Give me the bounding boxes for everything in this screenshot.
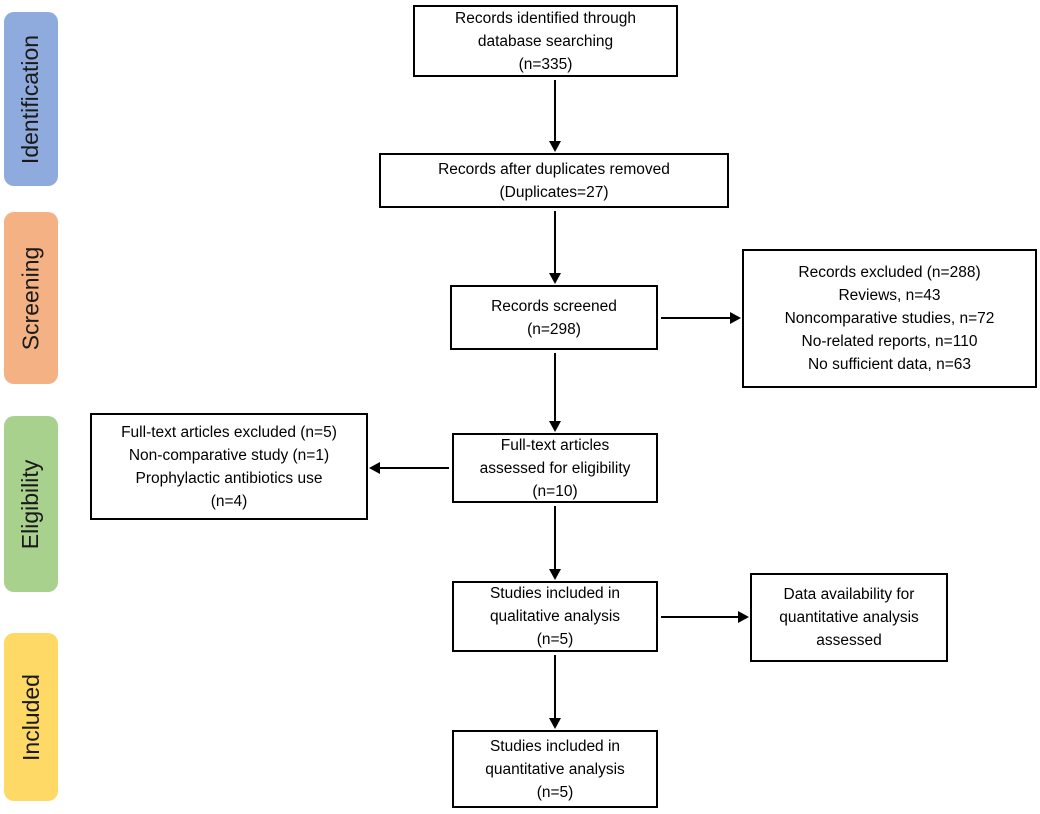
box-quantitative-analysis: Studies included in quantitative analysi… [452,730,658,808]
box-fulltext-excluded: Full-text articles excluded (n=5) Non-co… [90,413,368,520]
stage-label-included-text: Included [17,673,44,761]
box-qualitative-analysis-line: Studies included in [489,585,621,602]
box-records-screened: Records screened (n=298) [450,285,658,350]
box-data-availability-line: quantitative analysis [779,609,919,626]
stage-label-included: Included [4,633,58,801]
box-quantitative-analysis-line: quantitative analysis [485,760,625,778]
stage-label-screening-text: Screening [17,246,44,350]
box-records-identified-line: Records identified through [455,9,636,27]
box-records-excluded-line: Records excluded (n=288) [798,264,981,281]
box-records-excluded-line: No-related reports, n=110 [801,333,978,350]
arrow-fulltext-to-excluded [369,462,449,474]
arrow-duplicates-to-screened [549,211,561,284]
box-duplicates-removed-line: Records after duplicates removed [438,160,670,178]
box-quantitative-analysis-line: Studies included in [489,737,621,755]
stage-label-identification-text: Identification [17,34,44,164]
box-records-identified-line: database searching [477,32,614,50]
box-records-excluded-line: Noncomparative studies, n=72 [784,310,995,327]
box-data-availability-line: Data availability for [783,586,915,603]
box-records-excluded: Records excluded (n=288) Reviews, n=43 N… [742,249,1037,388]
box-records-screened-line: (n=298) [527,320,581,338]
box-fulltext-excluded-line: Non-comparative study (n=1) [128,446,330,464]
arrow-qualitative-to-availability [661,611,749,623]
box-fulltext-assessed-line: Full-text articles [500,436,610,454]
arrow-identified-to-duplicates [549,80,561,152]
box-qualitative-analysis-line: (n=5) [536,631,574,648]
box-duplicates-removed: Records after duplicates removed (Duplic… [379,153,729,208]
box-records-excluded-line: Reviews, n=43 [838,287,941,304]
box-fulltext-assessed-line: assessed for eligibility [479,459,631,477]
box-fulltext-assessed: Full-text articles assessed for eligibil… [452,433,658,503]
box-fulltext-excluded-line: Full-text articles excluded (n=5) [121,423,337,441]
box-duplicates-removed-line: (Duplicates=27) [499,183,609,201]
box-fulltext-assessed-line: (n=10) [532,482,578,500]
arrow-fulltext-to-qualitative [549,506,561,580]
box-records-identified: Records identified through database sear… [413,5,678,77]
box-records-excluded-line: No sufficient data, n=63 [807,356,971,373]
box-quantitative-analysis-line: (n=5) [536,783,574,801]
arrow-qualitative-to-quantitative [549,655,561,729]
box-data-availability-line: assessed [816,632,882,649]
stage-label-eligibility: Eligibility [4,416,58,592]
box-fulltext-excluded-line: (n=4) [210,492,248,510]
arrow-screened-to-fulltext [549,353,561,432]
box-qualitative-analysis-line: qualitative analysis [489,608,621,625]
box-data-availability: Data availability for quantitative analy… [750,573,948,662]
box-records-identified-line: (n=335) [518,55,573,73]
stage-label-screening: Screening [4,212,58,384]
box-records-screened-line: Records screened [491,297,617,315]
arrow-screened-to-excluded [661,312,741,324]
stage-label-identification: Identification [4,12,58,186]
stage-label-eligibility-text: Eligibility [17,459,44,549]
box-fulltext-excluded-line: Prophylactic antibiotics use [135,469,323,487]
box-qualitative-analysis: Studies included in qualitative analysis… [452,581,658,652]
